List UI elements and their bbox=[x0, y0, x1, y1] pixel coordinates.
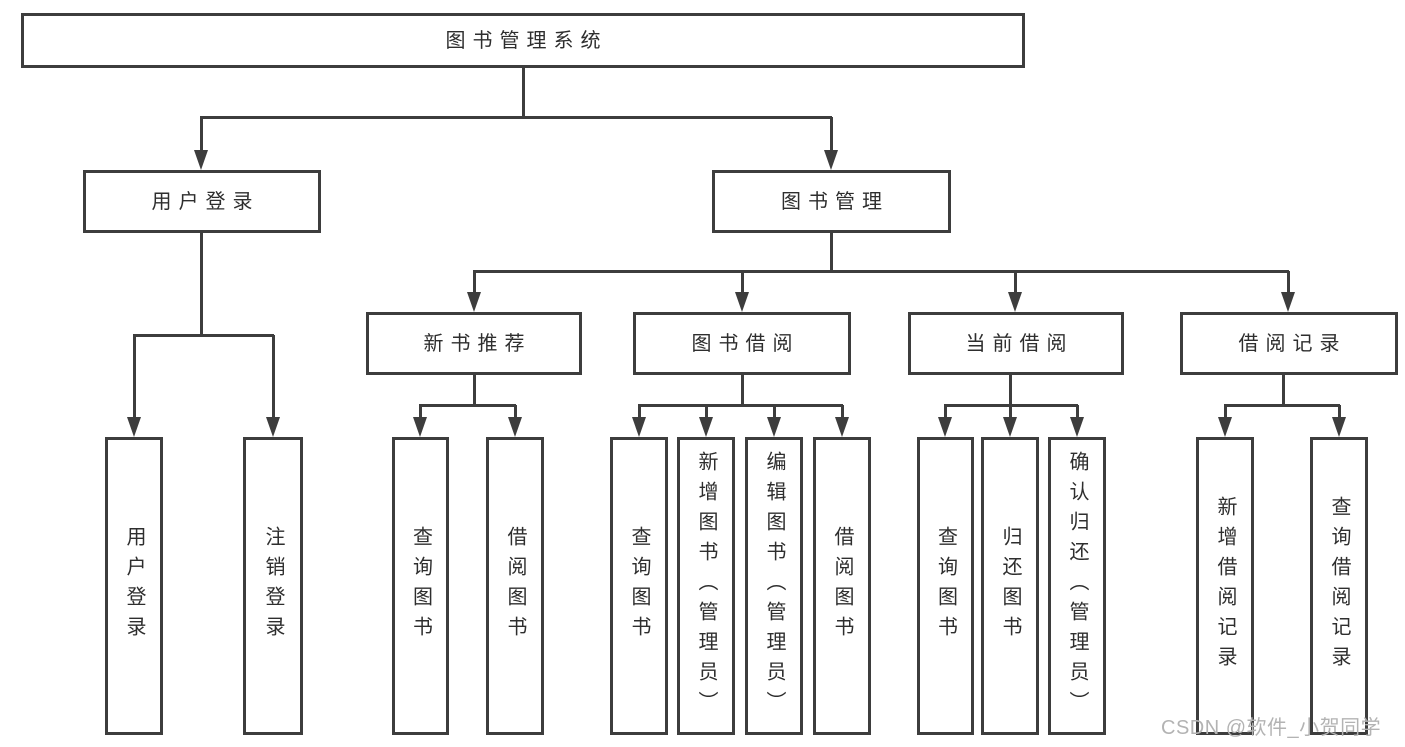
connector-line bbox=[1224, 404, 1340, 407]
arrowhead-down bbox=[194, 150, 208, 170]
node-current-borrow: 当前借阅 bbox=[908, 312, 1124, 375]
node-label: 借阅图书 bbox=[504, 526, 526, 646]
leaf-query-books-recommend: 查询图书 bbox=[392, 437, 449, 735]
connector-line bbox=[200, 117, 203, 152]
connector-line bbox=[1287, 271, 1290, 294]
connector-line bbox=[514, 405, 517, 419]
connector-line bbox=[741, 271, 744, 294]
arrowhead-down bbox=[508, 417, 522, 437]
arrowhead-down bbox=[1281, 292, 1295, 312]
node-label: 用户登录 bbox=[123, 526, 145, 646]
node-label: 编辑图书（管理员） bbox=[763, 451, 785, 721]
node-user-login: 用户登录 bbox=[83, 170, 321, 233]
node-label: 新增借阅记录 bbox=[1214, 496, 1236, 676]
leaf-logout: 注销登录 bbox=[243, 437, 303, 735]
node-label: 归还图书 bbox=[999, 526, 1021, 646]
node-label: 图书借阅 bbox=[691, 332, 800, 355]
connector-line bbox=[944, 405, 947, 419]
node-label: 确认归还（管理员） bbox=[1066, 451, 1088, 721]
leaf-add-book-admin: 新增图书（管理员） bbox=[677, 437, 735, 735]
connector-line bbox=[841, 405, 844, 419]
connector-line bbox=[272, 335, 275, 419]
arrowhead-down bbox=[767, 417, 781, 437]
connector-line bbox=[1338, 405, 1341, 419]
connector-line bbox=[830, 233, 833, 272]
connector-line bbox=[419, 405, 422, 419]
connector-line bbox=[1009, 405, 1012, 419]
node-label: 查询图书 bbox=[934, 526, 957, 646]
watermark: CSDN @软件_小贺同学 bbox=[1161, 717, 1382, 739]
leaf-return-book: 归还图书 bbox=[981, 437, 1039, 735]
connector-line bbox=[638, 405, 641, 419]
leaf-query-borrow-record: 查询借阅记录 bbox=[1310, 437, 1368, 735]
connector-line bbox=[1224, 405, 1227, 419]
leaf-add-borrow-record: 新增借阅记录 bbox=[1196, 437, 1254, 735]
leaf-confirm-return-admin: 确认归还（管理员） bbox=[1048, 437, 1106, 735]
node-label: 借阅记录 bbox=[1238, 332, 1347, 355]
arrowhead-down bbox=[1218, 417, 1232, 437]
node-label: 图书管理 bbox=[781, 190, 889, 213]
node-label: 借阅图书 bbox=[831, 526, 853, 646]
node-label: 图书管理系统 bbox=[445, 29, 608, 52]
node-label: 新书推荐 bbox=[423, 332, 532, 355]
node-borrow-records: 借阅记录 bbox=[1180, 312, 1398, 375]
leaf-edit-book-admin: 编辑图书（管理员） bbox=[745, 437, 803, 735]
connector-line bbox=[473, 375, 476, 406]
connector-line bbox=[773, 405, 776, 419]
leaf-borrow-books: 借阅图书 bbox=[813, 437, 871, 735]
connector-line bbox=[741, 375, 744, 406]
leaf-query-books-current: 查询图书 bbox=[917, 437, 974, 735]
connector-line bbox=[1009, 375, 1012, 406]
connector-line bbox=[830, 117, 833, 152]
connector-line bbox=[473, 270, 1289, 273]
leaf-user-login: 用户登录 bbox=[105, 437, 163, 735]
leaf-query-books-borrow: 查询图书 bbox=[610, 437, 668, 735]
leaf-borrow-books-recommend: 借阅图书 bbox=[486, 437, 544, 735]
connector-line bbox=[522, 68, 525, 118]
connector-line bbox=[638, 404, 843, 407]
connector-line bbox=[200, 116, 832, 119]
arrowhead-down bbox=[266, 417, 280, 437]
arrowhead-down bbox=[413, 417, 427, 437]
connector-line bbox=[419, 404, 516, 407]
arrowhead-down bbox=[1332, 417, 1346, 437]
connector-line bbox=[200, 233, 203, 336]
connector-line bbox=[133, 334, 274, 337]
arrowhead-down bbox=[632, 417, 646, 437]
node-library-system: 图书管理系统 bbox=[21, 13, 1025, 68]
arrowhead-down bbox=[1070, 417, 1084, 437]
node-label: 查询图书 bbox=[628, 526, 650, 646]
arrowhead-down bbox=[835, 417, 849, 437]
connector-line bbox=[1014, 271, 1017, 294]
node-label: 注销登录 bbox=[262, 526, 284, 646]
connector-line bbox=[473, 271, 476, 294]
node-label: 查询借阅记录 bbox=[1328, 496, 1350, 676]
connector-line bbox=[1076, 405, 1079, 419]
node-label: 用户登录 bbox=[151, 190, 260, 213]
arrowhead-down bbox=[735, 292, 749, 312]
node-label: 查询图书 bbox=[409, 526, 432, 646]
node-label: 新增图书（管理员） bbox=[695, 451, 717, 721]
arrowhead-down bbox=[467, 292, 481, 312]
arrowhead-down bbox=[824, 150, 838, 170]
arrowhead-down bbox=[1008, 292, 1022, 312]
node-book-management: 图书管理 bbox=[712, 170, 951, 233]
connector-line bbox=[133, 335, 136, 419]
node-book-borrow: 图书借阅 bbox=[633, 312, 851, 375]
node-new-book-recommend: 新书推荐 bbox=[366, 312, 582, 375]
node-label: 当前借阅 bbox=[965, 332, 1074, 355]
arrowhead-down bbox=[938, 417, 952, 437]
arrowhead-down bbox=[1003, 417, 1017, 437]
connector-line bbox=[705, 405, 708, 419]
arrowhead-down bbox=[127, 417, 141, 437]
connector-line bbox=[1282, 375, 1285, 406]
arrowhead-down bbox=[699, 417, 713, 437]
